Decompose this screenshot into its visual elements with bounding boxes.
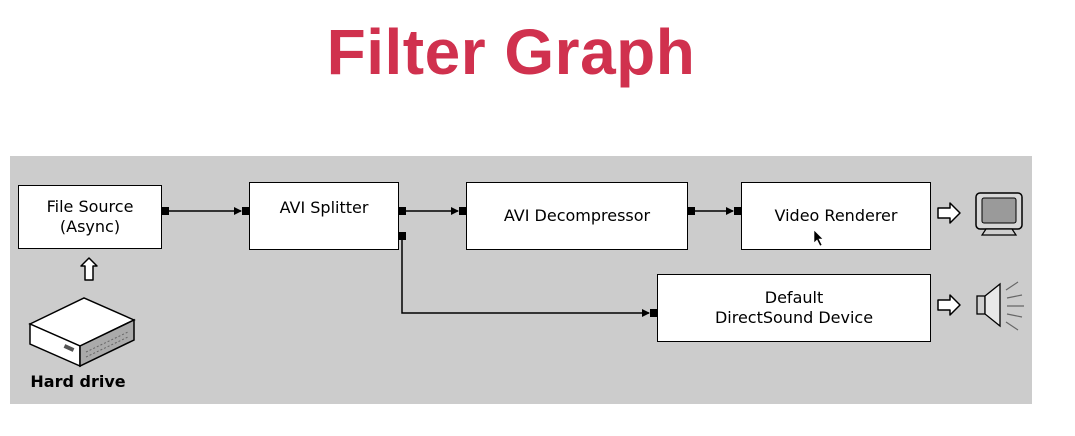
right-arrow-icon	[937, 294, 961, 316]
wire-splitter-to-directsound	[401, 240, 650, 317]
monitor-icon	[975, 192, 1023, 236]
directsound-input-pin	[650, 309, 657, 317]
avi-decompressor-label: AVI Decompressor	[503, 206, 651, 225]
avi-splitter-label: AVI Splitter	[279, 198, 369, 217]
up-arrow-icon	[80, 257, 98, 281]
avi-splitter-filter: AVI Splitter	[249, 182, 399, 250]
video-renderer-label: Video Renderer	[774, 206, 898, 225]
speaker-icon	[976, 281, 1024, 331]
directsound-filter: Default DirectSound Device	[657, 274, 931, 342]
avi-splitter-video-pin	[399, 207, 406, 215]
avi-splitter-input-pin	[242, 207, 249, 215]
cursor-icon	[813, 229, 824, 247]
file-source-label: File Source (Async)	[46, 197, 134, 236]
video-renderer-filter: Video Renderer	[741, 182, 931, 250]
avi-decompressor-input-pin	[459, 207, 466, 215]
file-source-output-pin	[162, 207, 169, 215]
directsound-label: Default DirectSound Device	[714, 288, 874, 327]
avi-splitter-audio-pin	[399, 232, 406, 240]
hard-drive-icon	[28, 297, 136, 368]
avi-decompressor-filter: AVI Decompressor	[466, 182, 688, 250]
avi-decompressor-output-pin	[688, 207, 695, 215]
video-renderer-input-pin	[734, 207, 741, 215]
diagram-title: Filter Graph	[326, 16, 696, 88]
right-arrow-icon	[937, 202, 961, 224]
file-source-filter: File Source (Async)	[18, 185, 162, 249]
hard-drive-label: Hard drive	[30, 372, 126, 391]
